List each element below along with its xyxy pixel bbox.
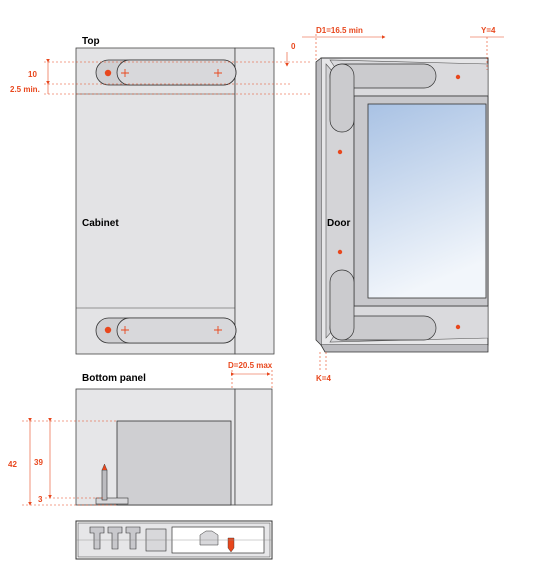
- dim-2-5-min: 2.5 min.: [10, 85, 40, 94]
- door-label: Door: [327, 218, 350, 229]
- cabinet-label: Cabinet: [82, 218, 119, 229]
- profile-section: [75, 520, 273, 560]
- dim-d: D=20.5 max: [228, 361, 273, 370]
- door-dimensions: [285, 34, 504, 372]
- mounting-plate-top: [95, 59, 237, 86]
- top-label: Top: [82, 36, 100, 47]
- dim-10: 10: [28, 70, 37, 79]
- dim-y: Y=4: [481, 26, 496, 35]
- bottom-panel-label: Bottom panel: [82, 373, 146, 384]
- door-view: [315, 57, 489, 353]
- bottom-panel-view: [75, 388, 273, 506]
- dim-39: 39: [34, 458, 43, 467]
- dim-d1: D1=16.5 min: [316, 26, 363, 35]
- mounting-plate-bottom: [95, 317, 237, 344]
- bottom-dimensions: [22, 370, 273, 506]
- cabinet-dimensions: [44, 59, 310, 95]
- cabinet-view: [75, 47, 275, 355]
- dim-3: 3: [38, 495, 43, 504]
- door-glass: [367, 103, 487, 299]
- dim-42: 42: [8, 460, 17, 469]
- dim-k: K=4: [316, 374, 331, 383]
- dim-zero: 0: [291, 42, 296, 51]
